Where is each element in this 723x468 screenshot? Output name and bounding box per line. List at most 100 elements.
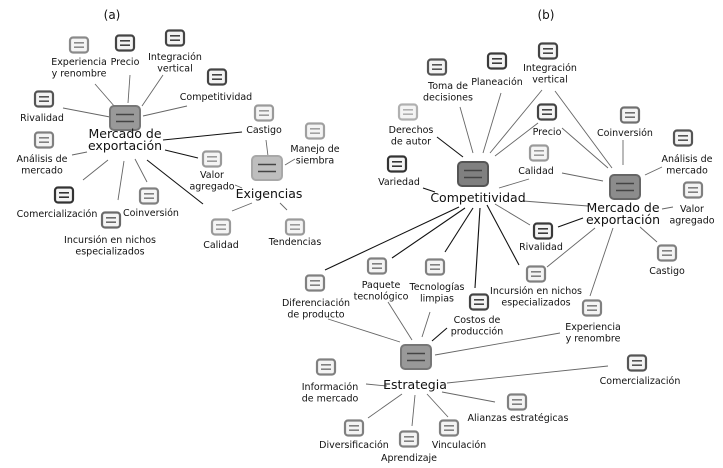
node-label: Vinculación <box>432 440 486 451</box>
node-calidad[interactable]: Calidad <box>203 218 239 252</box>
note-icon <box>506 393 528 411</box>
note-icon <box>251 155 283 181</box>
edge <box>411 394 416 427</box>
node-exigencias[interactable]: Exigencias <box>236 155 303 201</box>
node-label: Calidad <box>203 240 239 251</box>
edge <box>557 217 584 228</box>
node-label-line: Castigo <box>649 266 685 277</box>
node-coinversion[interactable]: Coinversión <box>597 106 653 140</box>
node-label-line: Incursión en nichos <box>490 286 582 297</box>
node-aprendizaje[interactable]: Aprendizaje <box>381 430 437 465</box>
note-icon <box>109 105 141 131</box>
node-label-line: Tendencias <box>268 237 322 248</box>
node-alianzas[interactable]: Alianzas estratégicas <box>468 393 569 425</box>
node-label: Castigo <box>246 125 282 136</box>
node-label-line: mercado <box>666 166 708 177</box>
node-label-line: Precio <box>533 127 562 138</box>
note-icon <box>164 29 186 47</box>
node-calidad[interactable]: Calidad <box>518 144 554 178</box>
note-icon <box>626 354 648 372</box>
note-icon <box>114 34 136 52</box>
node-diversificacion[interactable]: Diversificación <box>319 419 389 452</box>
edge <box>365 383 388 387</box>
node-competitividad[interactable]: Competitividad <box>430 161 526 205</box>
edge <box>127 74 131 104</box>
node-label-line: Aprendizaje <box>381 453 437 464</box>
node-label-line: mercado <box>21 166 63 177</box>
note-icon <box>486 52 508 70</box>
node-label-line: Manejo de <box>290 144 339 155</box>
note-icon <box>426 58 448 76</box>
node-estrategia[interactable]: Estrategia <box>383 344 447 392</box>
node-coinversion[interactable]: Coinversión <box>123 187 179 220</box>
edge <box>117 160 125 201</box>
node-label: Variedad <box>378 177 420 188</box>
note-icon <box>210 218 232 236</box>
node-label-line: exportación <box>586 212 660 227</box>
node-label: Coinversión <box>597 128 653 139</box>
note-icon <box>315 358 337 376</box>
node-label-line: Competitividad <box>430 190 525 205</box>
node-label-line: decisiones <box>423 93 473 104</box>
node-tendencias[interactable]: Tendencias <box>268 218 322 249</box>
node-precio[interactable]: Precio <box>111 34 140 69</box>
node-label-line: Estrategia <box>383 377 447 392</box>
note-icon <box>400 344 432 370</box>
edge <box>441 391 496 403</box>
node-label-line: y renombre <box>52 69 107 80</box>
node-comercializacion[interactable]: Comercialización <box>17 186 98 221</box>
node-label-line: Comercialización <box>600 376 681 387</box>
edge <box>494 203 531 226</box>
node-label-line: Alianzas estratégicas <box>468 413 569 424</box>
edge <box>234 184 243 189</box>
node-label: Estrategia <box>383 377 447 392</box>
node-castigo[interactable]: Castigo <box>246 104 282 137</box>
node-label-line: y renombre <box>566 334 621 345</box>
node-label-line: Experiencia <box>51 57 107 68</box>
node-planeacion[interactable]: Planeación <box>471 52 523 89</box>
node-vinculacion[interactable]: Vinculación <box>432 419 486 452</box>
edge <box>71 151 88 156</box>
node-label-line: Mercado de <box>88 126 161 141</box>
note-icon <box>682 181 704 199</box>
node-rivalidad[interactable]: Rivalidad <box>20 90 64 125</box>
node-castigo[interactable]: Castigo <box>649 244 685 278</box>
node-label-line: tecnológico <box>354 292 409 303</box>
node-label-line: Precio <box>111 57 140 68</box>
edge <box>489 89 543 154</box>
node-comercializacion[interactable]: Comercialización <box>600 354 681 388</box>
node-precio[interactable]: Precio <box>533 103 562 139</box>
node-label-line: especializados <box>501 298 570 309</box>
node-variedad[interactable]: Variedad <box>378 155 420 189</box>
node-rivalidad[interactable]: Rivalidad <box>519 222 563 254</box>
note-icon <box>656 244 678 262</box>
node-competitividad[interactable]: Competitividad <box>180 68 252 104</box>
